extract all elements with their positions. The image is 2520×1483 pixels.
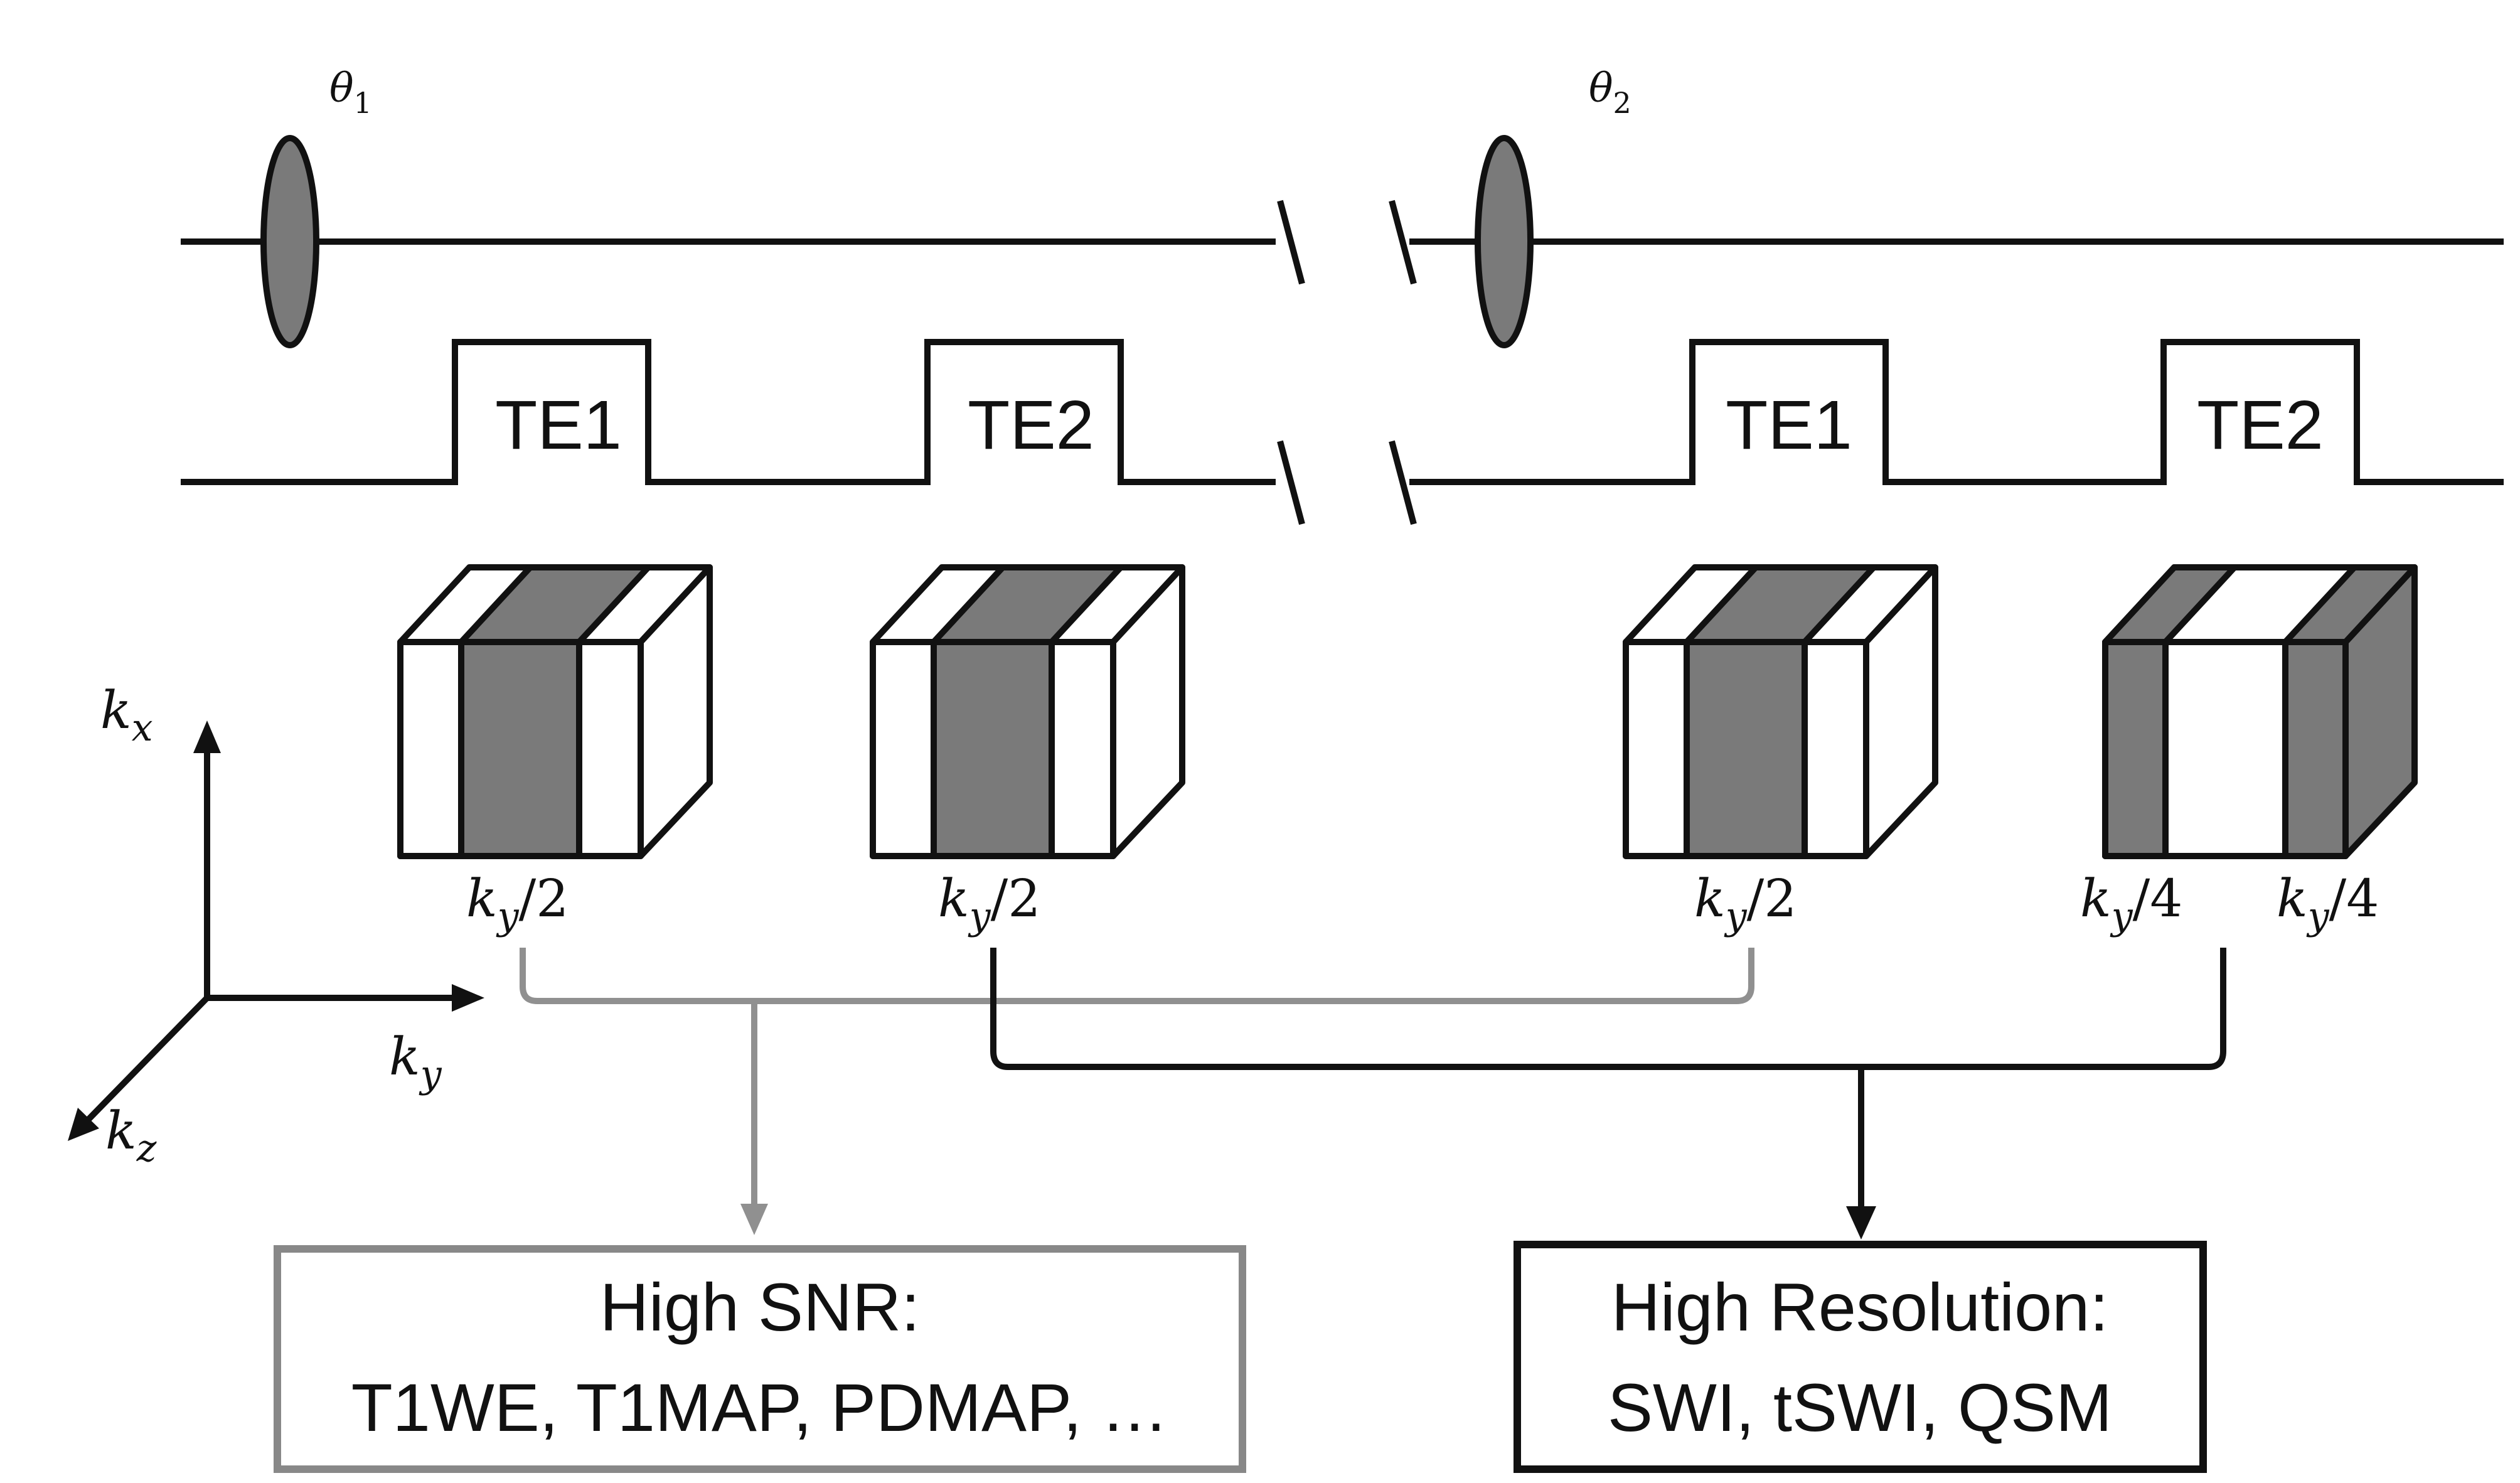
kspace-cube-3: [1623, 564, 1938, 859]
kspace-label-2: ky/2: [938, 869, 1040, 938]
resolution-items: SWI, tSWI, QSM: [1608, 1369, 2112, 1445]
snr-title: High SNR:: [600, 1269, 920, 1345]
snr-arrowhead: [740, 1204, 768, 1235]
echo-label-te2-b: TE2: [2197, 387, 2324, 464]
kspace-label-3: ky/2: [1694, 869, 1797, 938]
kspace-cube-1: [397, 564, 713, 859]
output-box-high-resolution: High Resolution: SWI, tSWI, QSM: [1514, 1241, 2207, 1473]
kspace-cube-4: [2102, 564, 2418, 859]
resolution-arrowhead: [1846, 1206, 1876, 1239]
kspace-label-5: ky/4: [2277, 869, 2379, 938]
snr-items: T1WE, T1MAP, PDMAP, …: [351, 1369, 1168, 1445]
pulse-label-theta1: θ1: [329, 65, 372, 120]
rf-pulse-theta2: [1475, 135, 1534, 348]
resolution-title: High Resolution:: [1611, 1269, 2108, 1345]
axis-label-ky: ky: [389, 1027, 442, 1096]
kz-arrowhead: [68, 1108, 99, 1141]
pulse-label-theta2: θ2: [1589, 65, 1631, 120]
snr-combination-path: [520, 948, 1754, 1208]
echo-label-te2-a: TE2: [968, 387, 1094, 464]
axis-label-kz: kz: [105, 1101, 157, 1170]
axis-label-kx: kx: [100, 681, 153, 750]
echo-label-te1-b: TE1: [1726, 387, 1852, 464]
output-box-high-snr: High SNR: T1WE, T1MAP, PDMAP, …: [274, 1245, 1246, 1473]
rf-pulse-theta1: [260, 135, 319, 348]
kspace-cube-2: [870, 564, 1185, 859]
readout-timeline: [181, 339, 2504, 525]
k-axes: [76, 739, 469, 1132]
kx-arrowhead: [193, 720, 221, 753]
ky-arrowhead: [452, 984, 484, 1012]
resolution-combination-path: [990, 948, 2226, 1210]
kspace-label-1: ky/2: [466, 869, 569, 938]
rf-timeline: [181, 200, 2504, 285]
echo-label-te1-a: TE1: [495, 387, 622, 464]
kspace-label-4: ky/4: [2080, 869, 2182, 938]
